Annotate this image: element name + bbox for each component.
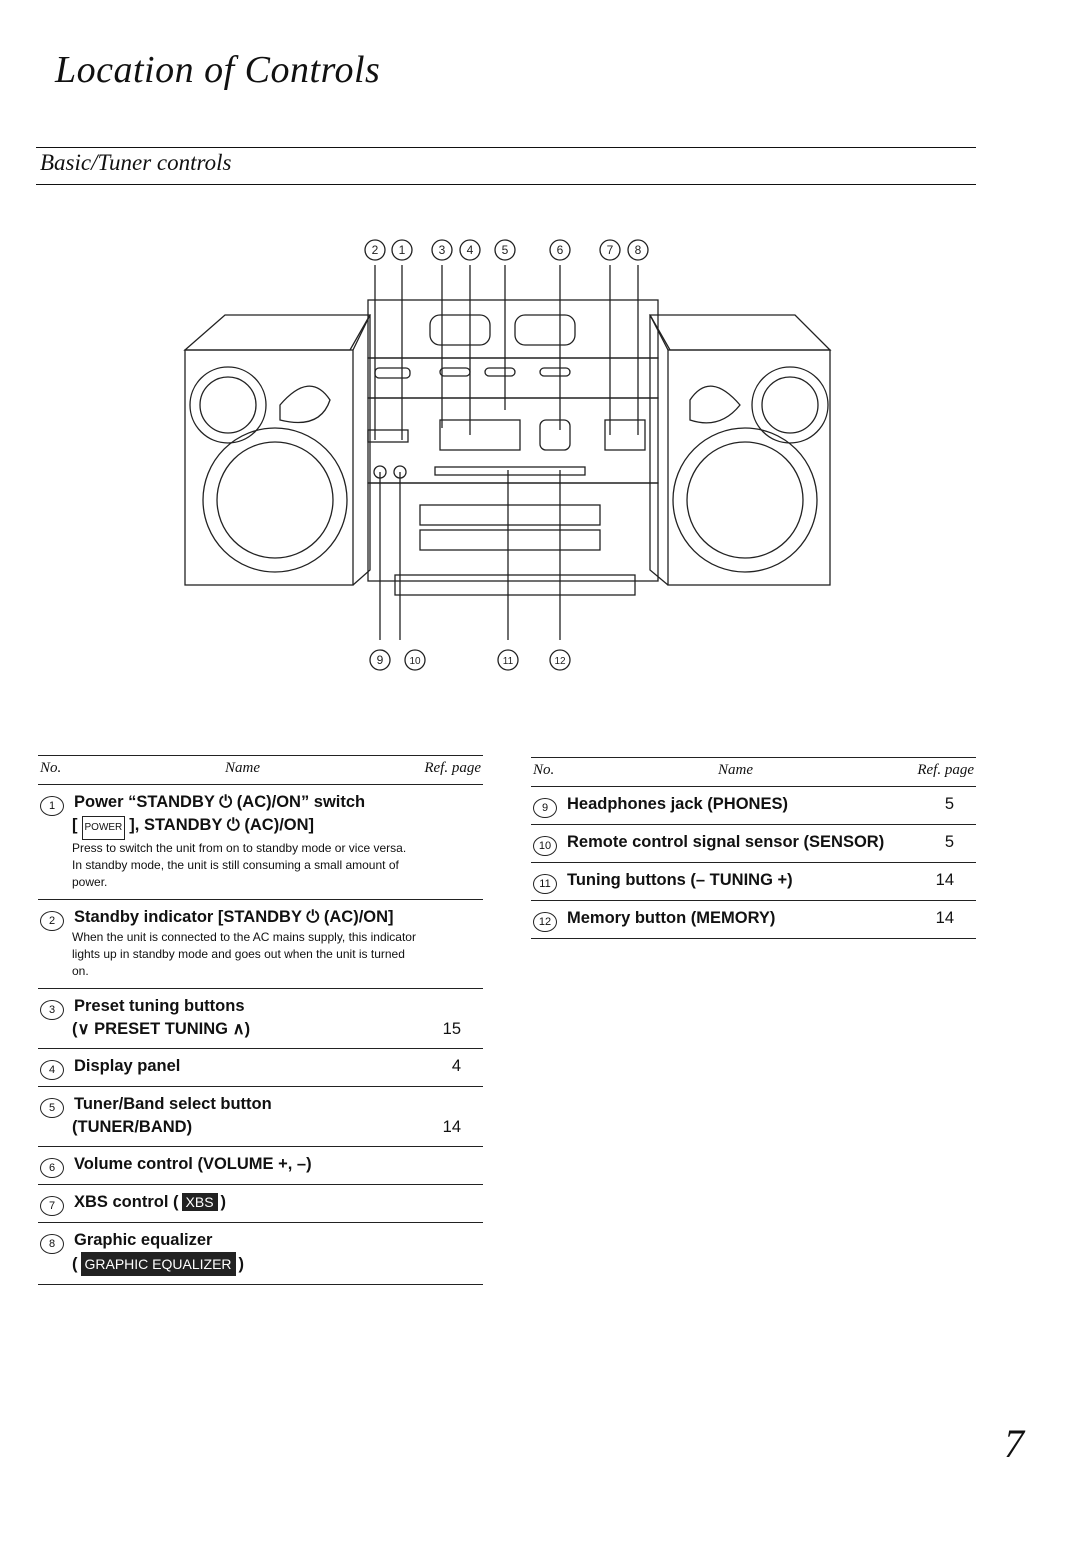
svg-text:8: 8	[635, 243, 642, 257]
callout-5: 5	[494, 239, 516, 261]
callout-10: 10	[404, 649, 426, 671]
svg-text:11: 11	[503, 656, 514, 667]
callout-7: 7	[599, 239, 621, 261]
callout-4: 4	[459, 239, 481, 261]
stereo-diagram: 2 1 3 4 5 6 7 8 9 10 11 12	[183, 239, 832, 671]
callout-8: 8	[627, 239, 649, 261]
right-speaker	[648, 314, 832, 586]
graphic-equalizer-label: GRAPHIC EQUALIZER	[80, 1252, 236, 1276]
svg-text:12: 12	[554, 656, 566, 667]
svg-text:4: 4	[467, 243, 474, 257]
section-subtitle: Basic/Tuner controls	[40, 150, 232, 175]
svg-text:10: 10	[409, 656, 421, 667]
table-header: No. Name Ref. page	[531, 757, 976, 787]
callout-9: 9	[369, 649, 391, 671]
section-rule	[36, 184, 976, 185]
callout-1: 1	[391, 239, 413, 261]
title-rule	[36, 147, 976, 148]
callout-lines-top	[374, 265, 639, 440]
svg-text:9: 9	[377, 653, 384, 667]
xbs-label: XBS	[181, 1193, 218, 1211]
callout-11: 11	[497, 649, 519, 671]
table-header: No. Name Ref. page	[38, 755, 483, 785]
callout-2: 2	[364, 239, 386, 261]
main-unit	[367, 299, 659, 596]
callout-3: 3	[431, 239, 453, 261]
svg-text:3: 3	[439, 243, 446, 257]
callout-6: 6	[549, 239, 571, 261]
svg-text:6: 6	[557, 243, 564, 257]
svg-text:2: 2	[372, 243, 379, 257]
svg-text:7: 7	[607, 243, 614, 257]
page-title: Location of Controls	[55, 49, 381, 91]
page-number: 7	[1004, 1421, 1024, 1466]
svg-text:5: 5	[502, 243, 509, 257]
left-speaker	[183, 314, 372, 586]
callout-lines-bottom	[379, 470, 561, 640]
callout-12: 12	[549, 649, 571, 671]
power-label-box: POWER	[81, 816, 126, 840]
svg-text:1: 1	[399, 243, 406, 257]
